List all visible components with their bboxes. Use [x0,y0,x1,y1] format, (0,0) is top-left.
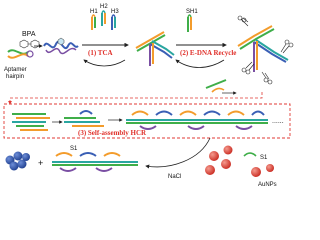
h3-label: H3 [111,9,119,15]
hcr-ellipsis: ...... [272,118,284,125]
s1-strand-icon [243,152,257,157]
aptamer-hairpin-label-line2: hairpin [6,74,24,80]
released-fragment [205,79,227,89]
aunp-cluster-icon [5,151,30,171]
bpa-detection-schematic: BPA Aptamer hairpin H1 H2 H3 [3,4,294,188]
nacl-label: NaCl [168,174,181,180]
sh1-label: SH1 [186,9,198,15]
aptamer-hairpin-icon [7,49,34,59]
scissors-icon [241,61,255,75]
sh1-hairpin-icon [187,14,192,32]
bpa-label: BPA [22,31,36,38]
aunp-sphere-icon [251,164,274,177]
scissors-icon [237,15,249,27]
cleaved-complex [237,25,289,72]
scissors-icon [280,39,294,54]
dashed-connector [8,92,263,105]
aunp-sphere-icon [209,151,219,161]
hcr-dashed-box [3,103,291,139]
arrow-edna-return [175,59,225,68]
bpa-molecule-icon [19,39,40,49]
plus-sign: + [38,158,43,168]
hairpin-h2-icon [101,10,106,26]
aunps-label: AuNPs [258,182,277,188]
s1-label-left: S1 [70,146,78,152]
released-fragment [211,87,225,93]
three-way-junction-icon [135,31,175,66]
aptamer-bpa-complex [43,37,79,55]
aunp-sphere-icon [205,165,215,175]
step-3-label: (3) Self-assembly HCR [78,129,147,137]
h2-label: H2 [100,4,108,10]
hairpin-h3-icon [111,14,116,30]
aptamer-hairpin-label-line1: Aptamer [4,67,27,73]
step-2-label: (2) E-DNA Recycle [180,49,236,57]
arrow-nacl [145,137,211,169]
hcr-polymer [126,110,268,130]
s1-bound-polymer [52,152,138,172]
s1-label-right: S1 [260,155,268,161]
hcr-input-strands [12,113,50,131]
aunp-sphere-icon [221,159,231,169]
hairpin-h1-icon [91,14,96,30]
arrow-tca-return [83,59,126,67]
h1-label: H1 [90,9,98,15]
hcr-intermediate [64,110,104,127]
scissors-icon [261,71,273,85]
aunp-dispersed-group [205,145,233,175]
step-1-label: (1) TCA [88,49,113,57]
aunp-sphere-icon [223,145,233,155]
